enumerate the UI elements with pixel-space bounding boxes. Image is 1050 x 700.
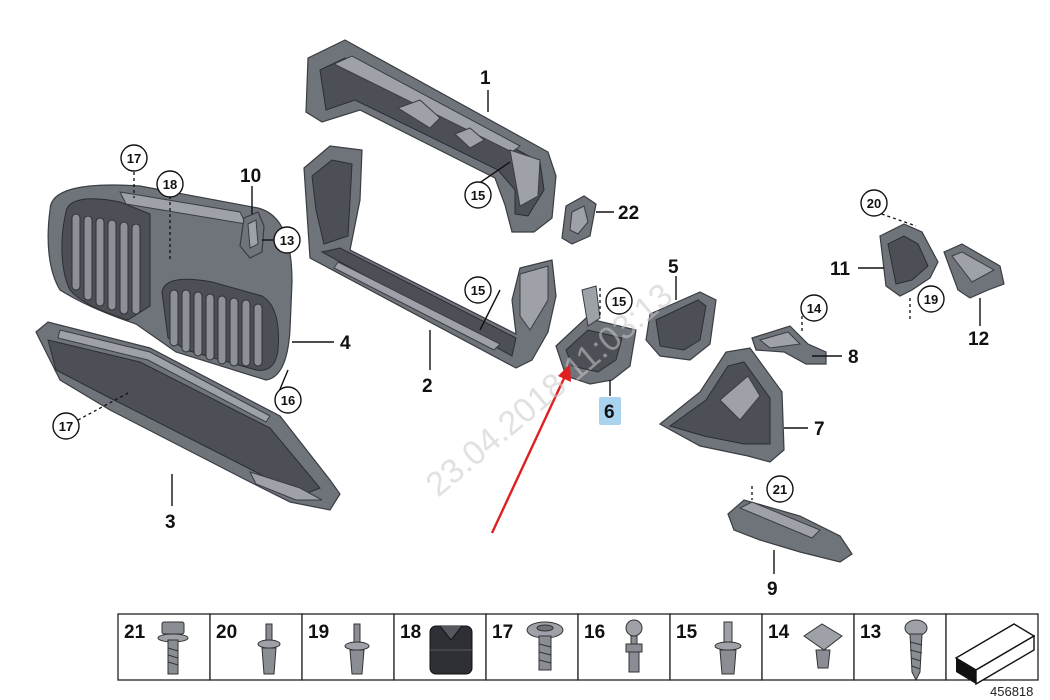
diagram-id: 456818 [990,684,1033,699]
legend-label-13: 13 [860,622,881,643]
circled-callout-13[interactable]: 13 [273,226,301,254]
svg-text:17: 17 [127,151,141,166]
callout-8[interactable]: 8 [848,347,859,368]
callout-12[interactable]: 12 [968,329,989,350]
circled-callout-19[interactable]: 19 [917,285,945,313]
clip-rivet-icon[interactable] [714,621,742,675]
callout-9[interactable]: 9 [767,579,778,600]
callout-4[interactable]: 4 [340,333,351,354]
speed-nut-icon[interactable] [803,623,843,669]
leader-lines [171,90,981,574]
legend-label-20: 20 [216,622,237,643]
ball-stud-icon[interactable] [625,619,643,673]
svg-text:20: 20 [867,196,881,211]
svg-text:15: 15 [471,283,485,298]
circled-callout-17-top[interactable]: 17 [120,144,148,172]
legend-label-18: 18 [400,622,421,643]
part-12-side-trim[interactable] [943,243,1005,299]
legend-label-19: 19 [308,622,329,643]
callout-2[interactable]: 2 [422,376,433,397]
part-8-bracket[interactable] [751,325,827,365]
legend-label-14: 14 [768,622,790,643]
part-3-lower-air-duct[interactable] [35,321,341,511]
callout-numbers: 1 2 3 4 5 6 7 8 9 10 11 12 22 [165,68,989,600]
direction-arrow-icon[interactable] [954,623,1036,686]
part-7-air-guide[interactable] [658,347,785,463]
svg-text:21: 21 [773,482,787,497]
callout-5[interactable]: 5 [668,257,679,278]
red-pointer-arrow [490,364,571,534]
circled-callout-14[interactable]: 14 [800,294,828,322]
part-5-air-duct[interactable] [645,291,717,361]
grille-slats [71,213,263,367]
svg-text:17: 17 [59,419,73,434]
blind-rivet-icon[interactable] [344,623,370,675]
legend-label-15: 15 [676,622,698,643]
part-2-front-carrier-frame[interactable] [303,145,557,369]
rubber-mount-icon[interactable] [429,625,473,675]
callout-3[interactable]: 3 [165,512,176,533]
part-11-side-duct[interactable] [879,223,939,297]
expansion-rivet-icon[interactable] [257,623,281,675]
legend-label-16: 16 [584,622,605,643]
callout-7[interactable]: 7 [814,419,825,440]
callout-6[interactable]: 6 [604,402,615,423]
circled-callout-15-upper[interactable]: 15 [464,181,492,209]
part-9-holder[interactable] [727,499,853,563]
legend-label-21: 21 [124,622,146,643]
circled-callout-15-middle[interactable]: 15 [464,276,492,304]
svg-text:18: 18 [163,177,177,192]
circled-callout-20[interactable]: 20 [860,189,888,217]
circled-callout-18[interactable]: 18 [156,170,184,198]
circled-callout-16[interactable]: 16 [274,386,302,414]
part-22-bracket[interactable] [561,195,597,245]
part-10-holder[interactable] [239,211,265,259]
svg-text:16: 16 [281,393,295,408]
part-1-upper-carrier[interactable] [305,39,557,233]
bolt-washer-icon[interactable] [157,621,189,675]
callout-10[interactable]: 10 [240,166,261,187]
callout-11[interactable]: 11 [830,259,851,280]
circled-callouts: 17 18 13 15 15 15 16 17 [52,144,945,503]
circled-callout-17-bottom[interactable]: 17 [52,412,80,440]
circled-callout-21[interactable]: 21 [766,475,794,503]
svg-text:19: 19 [924,292,938,307]
part-6-air-duct[interactable] [555,285,637,385]
callout-6-highlight [599,397,621,425]
dashed-leader-lines [77,172,917,500]
legend-label-17: 17 [492,622,513,643]
part-4-kidney-grille[interactable] [47,184,293,381]
circled-callout-15-right[interactable]: 15 [605,287,633,315]
tapping-screw-icon[interactable] [904,619,928,682]
fastener-legend: 21 20 19 18 17 16 15 14 13 [117,613,1039,686]
callout-1[interactable]: 1 [480,68,491,89]
svg-text:14: 14 [807,301,822,316]
callout-22[interactable]: 22 [618,203,639,224]
svg-text:15: 15 [612,294,626,309]
flange-screw-icon[interactable] [526,621,564,671]
svg-text:15: 15 [471,188,485,203]
svg-text:13: 13 [280,233,294,248]
